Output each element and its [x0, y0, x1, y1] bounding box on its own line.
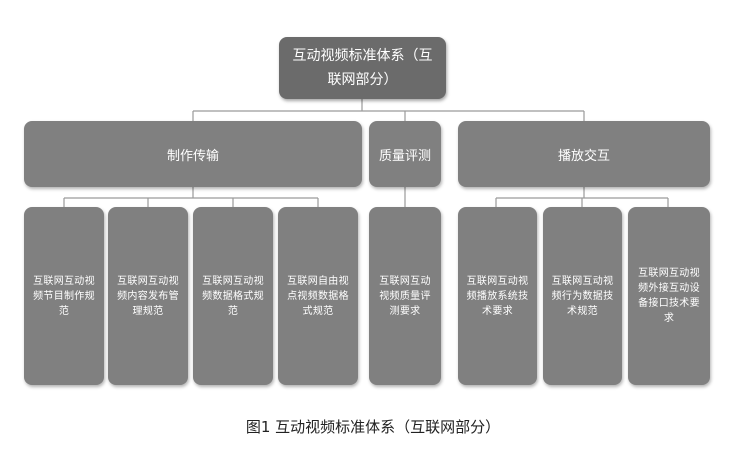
- leaf-content-publishing-spec: 互联网互动视频内容发布管理规范: [108, 207, 188, 385]
- figure-caption: 图1 互动视频标准体系（互联网部分）: [245, 418, 501, 436]
- leaf-free-viewpoint-format-spec: 互联网自由视点视频数据格式规范: [278, 207, 358, 385]
- leaf-quality-evaluation-req: 互联网互动视频质量评测要求: [369, 207, 441, 385]
- leaf-behavior-data-spec: 互联网互动视频行为数据技术规范: [543, 207, 622, 385]
- category-quality-evaluation: 质量评测: [369, 121, 441, 187]
- root-label: 互动视频标准体系（互联网部分）: [292, 48, 433, 88]
- leaf-label: 互联网互动视频节目制作规范: [33, 275, 95, 317]
- leaf-external-device-interface-req: 互联网互动视频外接互动设备接口技术要求: [628, 207, 710, 385]
- leaf-label: 互联网互动视频质量评测要求: [379, 275, 431, 317]
- leaf-data-format-spec: 互联网互动视频数据格式规范: [193, 207, 273, 385]
- root-node: 互动视频标准体系（互联网部分）: [279, 37, 446, 99]
- category-label: 播放交互: [557, 148, 610, 164]
- category-label: 质量评测: [378, 148, 431, 164]
- leaf-playback-system-req: 互联网互动视频播放系统技术要求: [458, 207, 537, 385]
- category-label: 制作传输: [166, 148, 219, 164]
- leaf-label: 互联网自由视点视频数据格式规范: [287, 275, 349, 317]
- category-production-transmission: 制作传输: [24, 121, 362, 187]
- leaf-program-production-spec: 互联网互动视频节目制作规范: [24, 207, 104, 385]
- category-playback-interaction: 播放交互: [458, 121, 710, 187]
- leaf-label: 互联网互动视频外接互动设备接口技术要求: [638, 268, 700, 324]
- leaf-label: 互联网互动视频行为数据技术规范: [551, 275, 614, 317]
- leaf-label: 互联网互动视频内容发布管理规范: [117, 275, 179, 317]
- leaf-label: 互联网互动视频播放系统技术要求: [466, 275, 529, 317]
- leaf-label: 互联网互动视频数据格式规范: [202, 275, 264, 317]
